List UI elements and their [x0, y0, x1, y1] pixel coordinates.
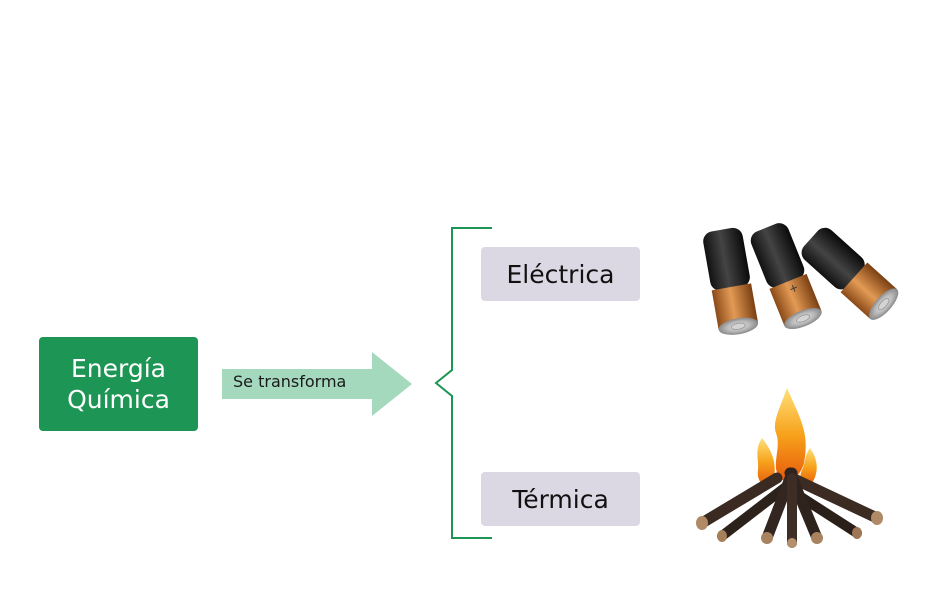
transform-arrow — [222, 352, 412, 416]
electrical-energy-box: Eléctrica — [481, 247, 640, 301]
source-label-line2: Química — [67, 385, 170, 414]
batteries-image: + — [703, 223, 899, 335]
svg-text:+: + — [787, 281, 800, 297]
arrow-label: Se transforma — [233, 372, 347, 391]
bracket-brace — [434, 227, 492, 539]
campfire-image — [696, 388, 883, 548]
electrical-label: Eléctrica — [506, 259, 615, 289]
source-label-line1: Energía — [71, 354, 166, 383]
chemical-energy-box: Energía Química — [39, 337, 198, 431]
thermal-label: Térmica — [512, 484, 609, 514]
thermal-energy-box: Térmica — [481, 472, 640, 526]
